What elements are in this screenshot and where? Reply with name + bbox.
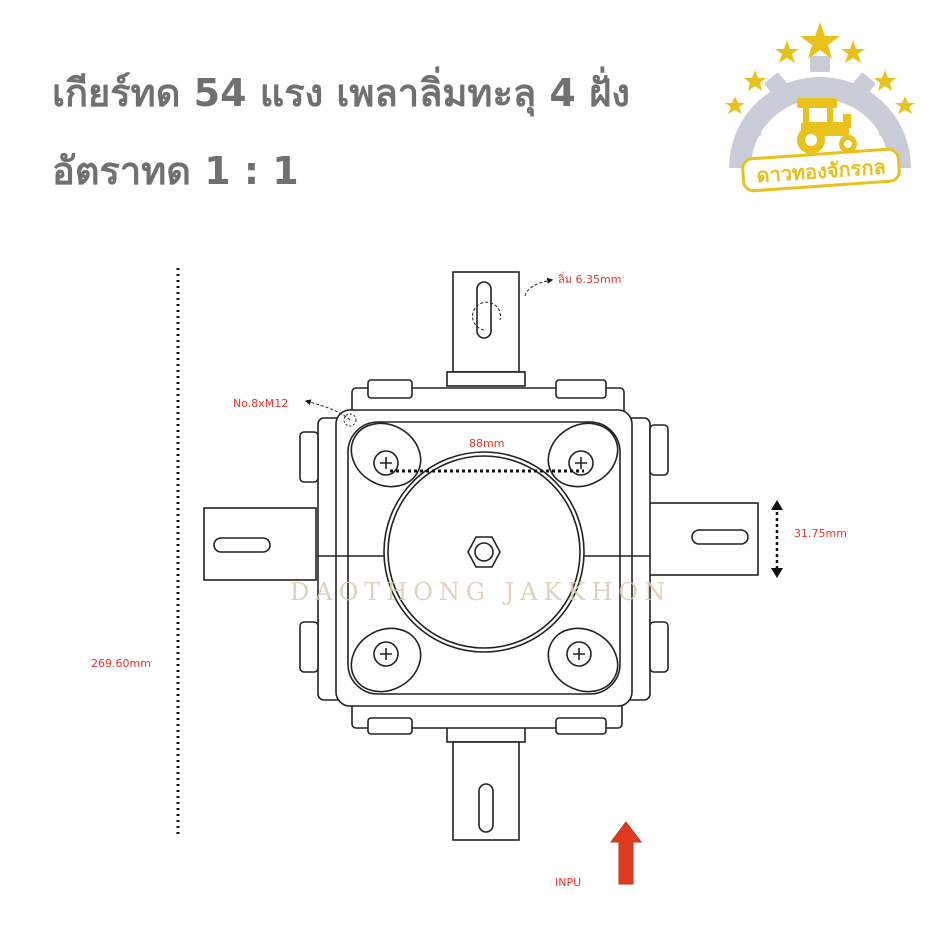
shaft-width-dimension bbox=[771, 500, 783, 578]
center-hub bbox=[383, 451, 585, 653]
top-shaft bbox=[446, 271, 526, 387]
bolt-lug-bottom-left bbox=[350, 627, 422, 693]
right-shaft bbox=[639, 502, 759, 576]
bolt-spacing-label: 88mm bbox=[469, 437, 505, 450]
left-shaft bbox=[203, 507, 317, 581]
input-label: INPU bbox=[555, 876, 582, 889]
bottom-shaft bbox=[446, 725, 526, 841]
bolt-spec-label: No.8xM12 bbox=[233, 397, 289, 410]
page-title-line2: อัตราทด 1 : 1 bbox=[52, 149, 299, 193]
key-callout-arrow bbox=[524, 277, 554, 297]
input-arrow-icon bbox=[610, 821, 642, 885]
tractor-icon bbox=[797, 98, 857, 154]
page-title-line1: เกียร์ทด 54 แรง เพลาลิ่มทะลุ 4 ฝั่ง bbox=[52, 71, 630, 115]
star-icons bbox=[725, 22, 915, 114]
bolt-callout-arrow bbox=[304, 399, 351, 421]
shaft-width-label: 31.75mm bbox=[794, 527, 847, 540]
key-size-label: ลิ่ม 6.35mm bbox=[558, 273, 622, 286]
company-logo: ดาวทองจักรกล bbox=[725, 22, 915, 193]
bolt-lug-bottom-right bbox=[547, 627, 619, 693]
gear-teeth bbox=[745, 56, 895, 136]
watermark: DAOTHONG JAKKHON bbox=[290, 578, 672, 606]
total-height-label: 269.60mm bbox=[91, 657, 151, 670]
